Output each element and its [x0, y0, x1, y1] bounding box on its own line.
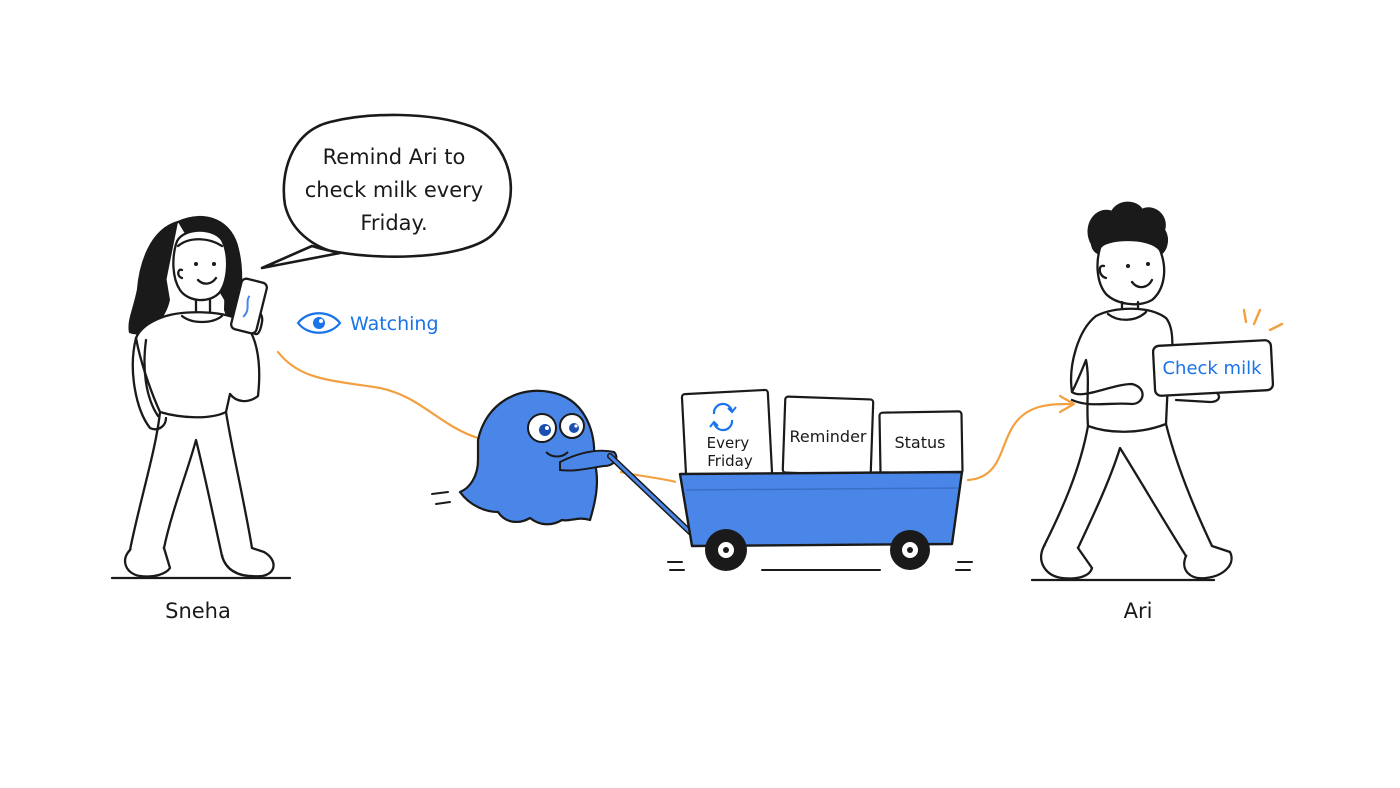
- sender-name: Sneha: [165, 599, 231, 623]
- receiver-name: Ari: [1124, 599, 1153, 623]
- watching-indicator: Watching: [296, 312, 439, 335]
- check-milk-notification: Check milk: [1151, 308, 1284, 397]
- speech-line-1: Remind Ari to: [323, 145, 466, 169]
- card-friday-line: Friday: [707, 452, 753, 470]
- wagon: Every Friday Reminder Status: [607, 388, 973, 571]
- phone-icon: [230, 277, 268, 335]
- watching-label: Watching: [350, 313, 439, 335]
- wagon-wheel-right: [890, 530, 930, 570]
- card-reminder: Reminder: [781, 395, 875, 477]
- alert-spark-icon: [1242, 308, 1284, 332]
- card-status: Status: [878, 410, 964, 476]
- ari-figure: [1030, 201, 1233, 582]
- card-reminder-label: Reminder: [790, 427, 867, 446]
- flow-arrow-in: [276, 350, 480, 440]
- ghost-assistant: [431, 389, 618, 526]
- speech-line-3: Friday.: [360, 211, 427, 235]
- repeat-icon: [709, 402, 737, 432]
- card-status-label: Status: [895, 433, 946, 452]
- speech-bubble: Remind Ari to check milk every Friday.: [260, 113, 513, 270]
- sneha-figure: [110, 215, 292, 580]
- speech-line-2: check milk every: [305, 178, 483, 202]
- card-every-line: Every: [707, 434, 750, 452]
- card-every-friday: Every Friday: [680, 388, 774, 482]
- flow-arrow-out: [966, 394, 1076, 482]
- eye-icon: [296, 312, 342, 334]
- notification-label: Check milk: [1162, 358, 1262, 379]
- wagon-wheel-left: [705, 529, 747, 571]
